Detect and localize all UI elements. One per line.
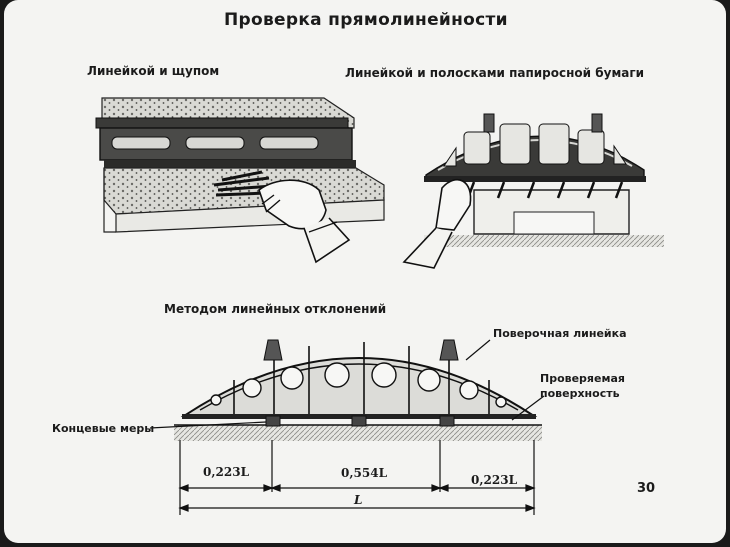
slide: Проверка прямолинейности Линейкой и щупо… <box>4 0 726 543</box>
illustrations <box>95 97 664 515</box>
dimension-left: 0,223L <box>203 465 250 479</box>
dimension-middle: 0,554L <box>341 466 388 480</box>
checked-surface-label-line2: поверхность <box>540 387 620 400</box>
test-ruler-label: Поверочная линейка <box>493 327 627 340</box>
section-deviation-method-heading: Методом линейных отклонений <box>164 302 387 316</box>
checked-surface-label-line1: Проверяемая <box>540 372 625 385</box>
ruler-paper-illustration <box>402 113 664 269</box>
gauge-blocks-label: Концевые меры <box>52 422 155 435</box>
dimension-total: L <box>354 493 363 507</box>
dimension-right: 0,223L <box>471 473 518 487</box>
deviation-method-illustration <box>149 339 545 515</box>
section-ruler-paper-heading: Линейкой и полосками папиросной бумаги <box>345 66 645 80</box>
section-ruler-feeler-heading: Линейкой и щупом <box>87 64 220 78</box>
checked-surface-label: Проверяемая поверхность <box>540 371 625 401</box>
ruler-feeler-illustration <box>95 97 385 264</box>
page-number: 30 <box>637 481 656 496</box>
slide-title: Проверка прямолинейности <box>224 10 508 30</box>
